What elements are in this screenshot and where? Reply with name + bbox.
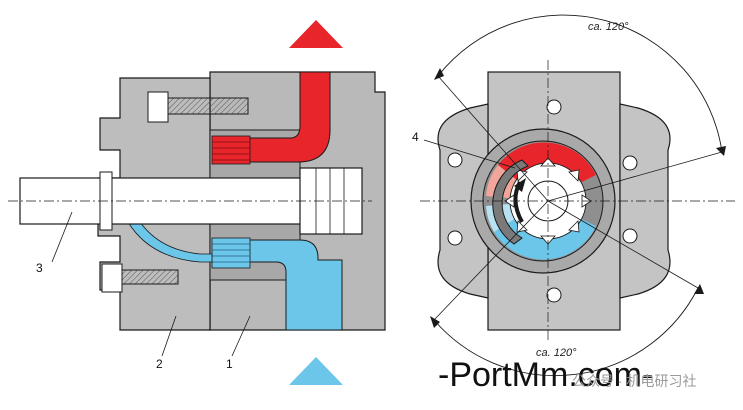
angle-label-bottom: ca. 120° xyxy=(536,347,577,359)
sectional-view: 3 2 1 xyxy=(8,20,386,385)
lower-bolt-head xyxy=(101,263,123,293)
suction-inlet-arrow xyxy=(289,357,343,385)
bolt-hole-right-upper xyxy=(622,155,638,171)
suction-gear-teeth xyxy=(211,237,251,269)
upper-bolt-head xyxy=(147,91,169,123)
part-label-1: 1 xyxy=(226,357,233,371)
suction-passage xyxy=(127,221,213,263)
angle-guide-lines xyxy=(433,75,723,321)
watermark-sub: 公众号 · 机电研习社 xyxy=(572,373,696,389)
bolt-hole-left-lower xyxy=(447,230,463,246)
pressure-gear-teeth xyxy=(211,135,251,165)
part-label-2: 2 xyxy=(156,357,163,371)
angle-arc-top xyxy=(437,14,723,153)
watermark-main: -PortMm.com- xyxy=(438,356,653,394)
part-label-4: 4 xyxy=(412,130,419,144)
leader-4 xyxy=(423,139,516,169)
bolt-hole-left-upper xyxy=(447,152,463,168)
bolt-hole-bottom xyxy=(546,287,562,303)
filler-crescent xyxy=(492,159,529,245)
angle-arrow-top-right xyxy=(716,146,726,156)
part-label-3: 3 xyxy=(36,261,43,275)
suction-teeth-lines xyxy=(212,243,250,263)
bolt-holes xyxy=(447,99,638,303)
bolt-hole-right-lower xyxy=(622,228,638,244)
pressure-outlet-arrow xyxy=(289,20,343,48)
front-view: 4 ca. 120° ca. 120° xyxy=(412,14,735,377)
angle-arrow-top-left xyxy=(434,68,444,80)
rotation-arrowhead xyxy=(514,178,526,192)
lower-bolt-shank xyxy=(121,269,179,285)
front-centerlines xyxy=(420,60,735,342)
angle-arrow-bottom-right xyxy=(694,284,704,294)
bolt-hole-top xyxy=(546,99,562,115)
suction-channel xyxy=(247,239,343,331)
angle-label-top: ca. 120° xyxy=(588,21,629,33)
leader-1 xyxy=(231,315,251,357)
angle-arrow-bottom-left xyxy=(430,316,440,328)
leader-2 xyxy=(161,315,177,357)
angle-arc-bottom xyxy=(433,287,699,377)
pressure-teeth-lines xyxy=(212,141,250,161)
upper-bolt-shank xyxy=(167,97,249,115)
leader-3 xyxy=(51,211,73,263)
